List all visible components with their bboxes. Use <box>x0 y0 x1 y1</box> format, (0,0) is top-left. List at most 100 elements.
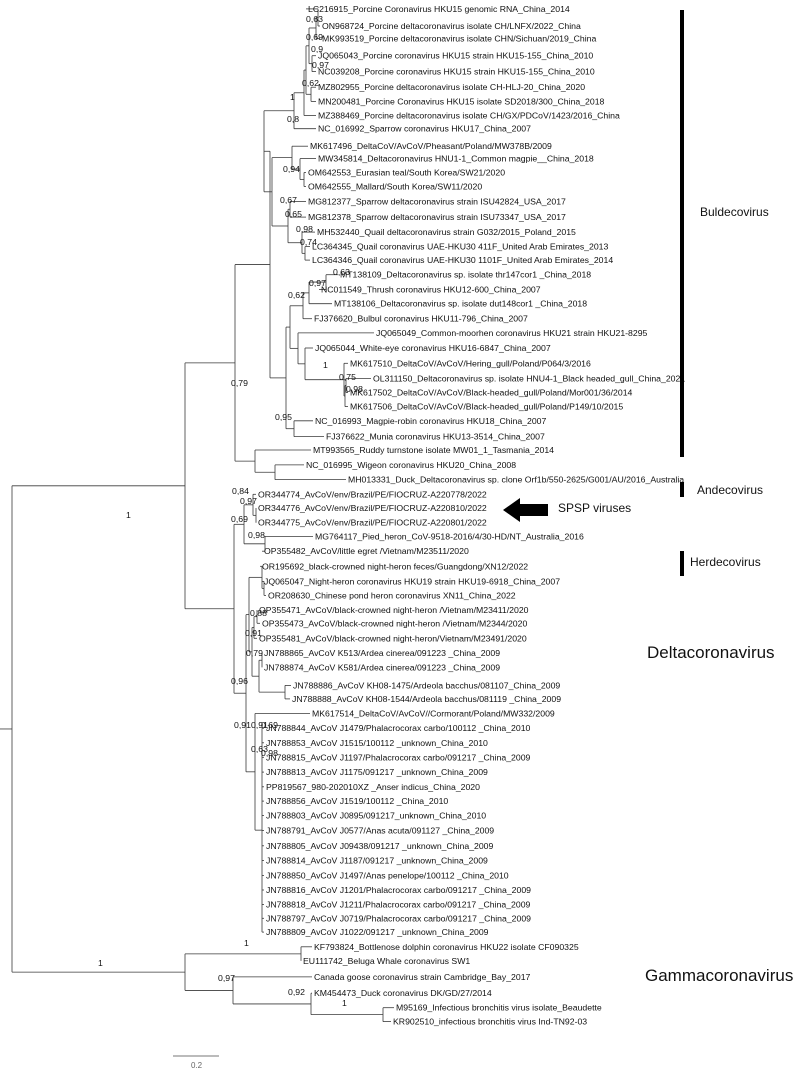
bootstrap-support-label: 0,91 <box>251 720 268 730</box>
deltacoronavirus-label: Deltacoronavirus <box>647 643 775 662</box>
bootstrap-support-label: 0,91 <box>245 628 262 638</box>
leaf-label: MG764117_Pied_heron_CoV-9518-2016/4/30-H… <box>315 531 584 541</box>
leaf-label: MG812377_Sparrow deltacoronavirus strain… <box>308 196 566 206</box>
bootstrap-support-label: 0,98 <box>346 384 363 394</box>
bootstrap-support-label: 0,69 <box>261 720 278 730</box>
leaf-label: MZ802955_Porcine deltacoronavirus isolat… <box>318 82 585 92</box>
leaf-label: OM642553_Eurasian teal/South Korea/SW21/… <box>308 168 505 178</box>
leaf-label: MT138106_Deltacoronavirus sp. isolate du… <box>334 299 587 309</box>
leaf-label: JQ065047_Night-heron coronavirus HKU19 s… <box>264 576 560 586</box>
bootstrap-support-label: 0,79 <box>231 378 248 388</box>
bootstrap-support-label: 0,62 <box>302 78 319 88</box>
leaf-label: OP355482_AvCoV/little egret /Vietnam/M23… <box>264 546 469 556</box>
scale-bar-label: 0.2 <box>191 1061 203 1070</box>
leaf-label: NC_016995_Wigeon coronavirus HKU20_China… <box>306 460 516 470</box>
leaf-label: KF793824_Bottlenose dolphin coronavirus … <box>314 942 579 952</box>
leaf-label: JN788844_AvCoV J1479/Phalacrocorax carbo… <box>266 723 531 733</box>
leaf-label: NC039208_Porcine coronavirus HKU15 strai… <box>318 67 595 77</box>
leaf-label: KM454473_Duck coronavirus DK/GD/27/2014 <box>314 988 492 998</box>
spsp-label: SPSP viruses <box>558 501 631 515</box>
bootstrap-support-label: 0,63 <box>251 744 268 754</box>
bootstrap-support-label: 0,95 <box>275 412 292 422</box>
tree-branches <box>0 8 394 1022</box>
leaf-label: JN788856_AvCoV J1519/100112 _China_2010 <box>266 796 448 806</box>
leaf-label: ON968724_Porcine deltacoronavirus isolat… <box>322 21 581 31</box>
leaf-label: MK617502_DeltaCoV/AvCoV/Black-headed_gul… <box>350 388 633 398</box>
andecovirus-bracket <box>680 482 684 497</box>
leaf-label: MK617496_DeltaCoV/AvCoV/Pheasant/Poland/… <box>310 141 552 151</box>
bootstrap-support-label: 0,97 <box>218 973 235 983</box>
leaf-label: JN788803_AvCoV J0895/091217_unknown_Chin… <box>266 811 486 821</box>
leaf-label: LC364346_Quail coronavirus UAE-HKU30 110… <box>312 255 613 265</box>
bootstrap-support-label: 0,84 <box>232 486 249 496</box>
leaf-label: JN788809_AvCoV J1022/091217 _unknown_Chi… <box>266 927 489 937</box>
leaf-label: JN788815_AvCoV J1197/Phalacrocorax carbo… <box>266 752 531 762</box>
leaf-label: JN788813_AvCoV J1175/091217 _unknown_Chi… <box>266 767 488 777</box>
bootstrap-support-label: 0,92 <box>288 987 305 997</box>
leaf-label: MZ388469_Porcine deltacoronavirus isolat… <box>318 111 620 121</box>
leaf-labels: LC216915_Porcine Coronavirus HKU15 genom… <box>258 4 685 1027</box>
leaf-label: JN788865_AvCoV K513/Ardea cinerea/091223… <box>264 648 500 658</box>
bootstrap-support-label: 0,67 <box>280 195 297 205</box>
leaf-label: MH013331_Duck_Deltacoronavirus sp. clone… <box>348 475 684 485</box>
leaf-label: PP819567_980-202010XZ _Anser indicus_Chi… <box>266 782 480 792</box>
leaf-label: MW345814_Deltacoronavirus HNU1-1_Common … <box>318 154 594 164</box>
leaf-label: JN788791_AvCoV J0577/Anas acuta/091127 _… <box>266 826 494 836</box>
leaf-label: JN788850_AvCoV J1497/Anas penelope/10011… <box>266 871 509 881</box>
bootstrap-support-label: 1 <box>323 360 328 370</box>
leaf-label: OP355471_AvCoV/black-crowned night-heron… <box>259 605 529 615</box>
bootstrap-support-label: 0,91 <box>234 720 251 730</box>
leaf-label: MK617510_DeltaCoV/AvCoV/Hering_gull/Pola… <box>350 358 591 368</box>
leaf-label: JN788816_AvCoV J1201/Phalacrocorax carbo… <box>266 885 531 895</box>
leaf-label: OM642555_Mallard/South Korea/SW11/2020 <box>308 182 482 192</box>
bootstrap-support-label: 0,96 <box>231 676 248 686</box>
leaf-label: FJ376622_Munia coronavirus HKU13-3514_Ch… <box>326 432 545 442</box>
support-values: 0,63 0,69 0,9 0,97 0,62 1 0,8 0,94 0,67 0,65 0,98 0… <box>98 14 363 1008</box>
leaf-label: M95169_Infectious bronchitis virus isola… <box>396 1003 602 1013</box>
leaf-label: MT993565_Ruddy turnstone isolate MW01_1_… <box>313 445 554 455</box>
bootstrap-support-label: 0,88 <box>250 608 267 618</box>
leaf-label: JN788818_AvCoV J1211/Phalacrocorax carbo… <box>266 900 531 910</box>
bootstrap-support-label: 0,69 <box>306 32 323 42</box>
leaf-label: JN788853_AvCoV J1515/100112 _unknown_Chi… <box>266 738 488 748</box>
bootstrap-support-label: 0,97 <box>309 278 326 288</box>
bootstrap-support-label: 0,9 <box>311 44 323 54</box>
leaf-label: NC_016992_Sparrow coronavirus HKU17_Chin… <box>318 124 531 134</box>
bootstrap-support-label: 0,75 <box>339 372 356 382</box>
bootstrap-support-label: 0,79 <box>246 648 263 658</box>
leaf-label: NC011549_Thrush coronavirus HKU12-600_Ch… <box>321 284 541 294</box>
bootstrap-support-label: 0,62 <box>288 290 305 300</box>
bootstrap-support-label: 0,97 <box>312 60 329 70</box>
bootstrap-support-label: 0,65 <box>285 209 302 219</box>
bootstrap-support-label: 0,63 <box>333 267 350 277</box>
leaf-label: JQ065043_Porcine coronavirus HKU15 strai… <box>318 51 593 61</box>
leaf-label: JQ065044_White-eye coronavirus HKU16-684… <box>315 343 551 353</box>
leaf-label: OR195692_black-crowned night-heron feces… <box>262 561 528 571</box>
leaf-label: OP355473_AvCoV/black-crowned night-heron… <box>262 618 527 628</box>
bootstrap-support-label: 0,63 <box>306 14 323 24</box>
bootstrap-support-label: 1 <box>290 92 295 102</box>
leaf-label: NC_016993_Magpie-robin coronavirus HKU18… <box>315 416 546 426</box>
bootstrap-support-label: 1 <box>126 510 131 520</box>
leaf-label: MK993519_Porcine deltacoronavirus isolat… <box>322 34 596 44</box>
leaf-label: KR902510_infectious bronchitis virus Ind… <box>393 1017 587 1027</box>
herdecovirus-label: Herdecovirus <box>690 555 761 569</box>
leaf-label: JN788886_AvCoV KH08-1475/Ardeola bacchus… <box>293 680 560 690</box>
leaf-label: MT138109_Deltacoronavirus sp. isolate th… <box>340 270 591 280</box>
leaf-label: JN788888_AvCoV KH08-1544/Ardeola bacchus… <box>292 694 561 704</box>
bootstrap-support-label: 0,98 <box>296 224 313 234</box>
bootstrap-support-label: 1 <box>98 958 103 968</box>
leaf-label: LC364345_Quail coronavirus UAE-HKU30 411… <box>312 242 609 252</box>
leaf-label: MK617506_DeltaCoV/AvCoV/Black-headed_gul… <box>350 402 623 412</box>
leaf-label: JN788805_AvCoV J09438/091217 _unknown_Ch… <box>266 841 494 851</box>
leaf-label: EU111742_Beluga Whale coronavirus SW1 <box>303 956 470 966</box>
herdecovirus-bracket <box>680 551 684 576</box>
leaf-label: LC216915_Porcine Coronavirus HKU15 genom… <box>308 4 570 14</box>
bootstrap-support-label: 1 <box>342 998 347 1008</box>
leaf-label: MK617514_DeltaCoV/AvCoV//Cormorant/Polan… <box>312 709 555 719</box>
bootstrap-support-label: 0,94 <box>283 164 300 174</box>
leaf-label: JQ065049_Common-moorhen coronavirus HKU2… <box>376 328 648 338</box>
bootstrap-support-label: 0,8 <box>287 114 299 124</box>
spsp-arrow-icon <box>503 498 548 522</box>
